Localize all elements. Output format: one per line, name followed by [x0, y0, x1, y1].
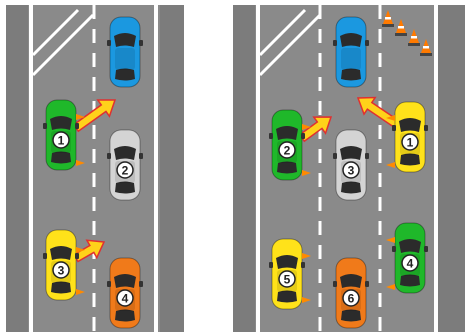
number-badge	[401, 133, 419, 151]
turn-signal-icon	[76, 114, 85, 120]
right-scene	[233, 5, 465, 332]
left-hatch-marks	[31, 8, 95, 77]
number-badge	[116, 289, 134, 307]
turn-signal-icon	[386, 284, 395, 290]
car-number-label: 4	[407, 257, 414, 271]
turn-signal-icon	[76, 160, 85, 166]
number-badge	[278, 270, 296, 288]
direction-arrows	[72, 96, 402, 263]
left-panel-car-4: 4	[107, 257, 143, 329]
right-edge-line-left	[256, 5, 260, 332]
left-edge-line-right	[154, 5, 158, 332]
turn-signal-icon	[302, 253, 311, 259]
number-badge	[52, 131, 70, 149]
traffic-cones	[382, 10, 432, 56]
left-panel-car-3: 3	[43, 229, 79, 301]
right-panel-car-1: 1	[392, 101, 428, 173]
number-badge	[342, 161, 360, 179]
turn-signal-icon	[302, 297, 311, 303]
cars: 1 2 3 4 1 2 3 4 5 6	[43, 16, 428, 329]
left-panel-car-1: 1	[43, 99, 79, 171]
left-panel-blue-car	[107, 16, 143, 88]
car-number-label: 5	[284, 273, 291, 287]
turn-signal-icon	[386, 162, 395, 168]
traffic-cone-icon	[408, 29, 420, 46]
number-badge	[342, 289, 360, 307]
car-number-label: 3	[348, 164, 355, 178]
right-panel-car-6: 6	[333, 257, 369, 329]
traffic-cone-icon	[395, 19, 407, 36]
right-shoulder-left	[233, 5, 255, 332]
right-panel-car-2: 2	[269, 109, 305, 181]
car-number-label: 2	[122, 164, 129, 178]
arrow-car-2-right	[298, 116, 333, 143]
arrow-car-1-left	[72, 99, 117, 133]
car-number-label: 3	[58, 264, 65, 278]
left-scene	[6, 5, 184, 332]
right-panel-blue-car	[333, 16, 369, 88]
turn-signal-icon	[76, 289, 85, 295]
left-edge-line-left	[29, 5, 33, 332]
turn-signal-icon	[386, 115, 395, 121]
number-badge	[278, 141, 296, 159]
number-badge	[52, 261, 70, 279]
left-shoulder-left	[6, 5, 28, 332]
car-number-label: 1	[407, 136, 414, 150]
number-badge	[401, 254, 419, 272]
right-edge-line-right	[434, 5, 438, 332]
turn-signal-icon	[302, 170, 311, 176]
turn-signal-icon	[76, 247, 85, 253]
right-panel-car-3: 3	[333, 129, 369, 201]
car-number-label: 6	[348, 292, 355, 306]
car-number-label: 2	[284, 144, 291, 158]
left-panel-car-2: 2	[107, 129, 143, 201]
right-panel-car-4: 4	[392, 222, 428, 294]
car-number-label: 4	[122, 292, 129, 306]
traffic-cone-icon	[420, 39, 432, 56]
right-panel-car-5: 5	[269, 238, 305, 310]
right-shoulder-right	[437, 5, 465, 332]
right-hatch-marks	[258, 8, 322, 77]
number-badge	[116, 161, 134, 179]
left-shoulder-right	[160, 5, 184, 332]
car-number-label: 1	[58, 134, 65, 148]
turn-signal-icon	[302, 124, 311, 130]
turn-signal-icon	[386, 237, 395, 243]
arrow-car-3-left	[72, 239, 106, 263]
traffic-cone-icon	[382, 10, 394, 27]
